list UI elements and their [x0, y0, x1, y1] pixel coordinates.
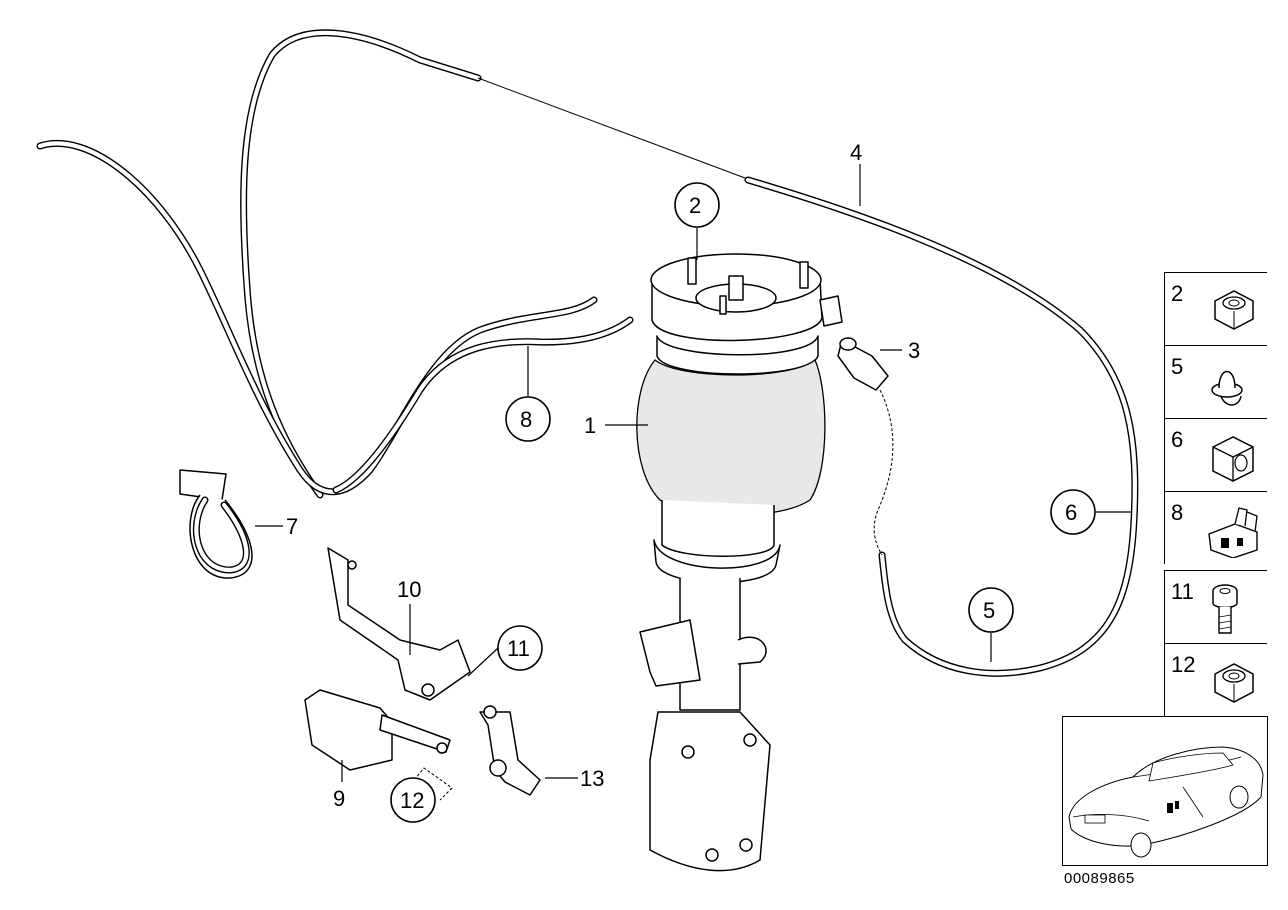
leader-lines — [255, 164, 1132, 801]
legend-item-2[interactable]: 2 — [1164, 272, 1267, 345]
callout-11-circle: 11 — [497, 625, 543, 671]
air-line-thin-section — [477, 77, 746, 179]
air-line-5-thin — [873, 389, 894, 556]
callout-5-circle: 5 — [968, 587, 1014, 633]
legend-item-5[interactable]: 5 — [1164, 345, 1267, 418]
legend-number: 2 — [1171, 281, 1184, 306]
callout-12: 12 — [400, 788, 424, 813]
legend-number: 5 — [1171, 354, 1184, 379]
legend-number: 12 — [1171, 652, 1196, 677]
callout-13: 13 — [580, 766, 604, 791]
car-locator — [1062, 716, 1268, 866]
legend-item-12[interactable]: 12 — [1164, 643, 1267, 716]
hex-nut-icon — [1214, 290, 1254, 330]
callout-9: 9 — [333, 786, 345, 811]
clamp-block-icon — [1212, 436, 1254, 482]
air-line-4 — [744, 176, 1139, 677]
callout-5: 5 — [983, 598, 995, 623]
connector-clip-icon — [1208, 507, 1258, 558]
callout-2: 2 — [689, 193, 701, 218]
bolt-icon — [1212, 584, 1238, 634]
legend-number: 11 — [1171, 579, 1194, 604]
height-sensor — [304, 689, 451, 771]
legend-number: 6 — [1171, 427, 1184, 452]
hex-nut-icon — [1214, 663, 1254, 703]
callout-4: 4 — [850, 140, 862, 165]
callout-1: 1 — [584, 413, 596, 438]
callout-8: 8 — [520, 407, 532, 432]
air-line-left-loop — [240, 29, 482, 499]
air-strut-assembly — [636, 253, 843, 872]
sensor-bracket — [327, 547, 471, 701]
callout-8-circle: 8 — [505, 396, 551, 442]
hose-clamp — [179, 469, 253, 579]
callout-2-circle: 2 — [674, 182, 720, 228]
legend-item-11[interactable]: 11 — [1164, 570, 1267, 643]
document-number: 00089865 — [1064, 870, 1135, 887]
legend-number: 8 — [1171, 500, 1184, 525]
car-locator-icon — [1068, 746, 1264, 858]
push-clip-icon — [1211, 370, 1243, 406]
callout-6: 6 — [1065, 500, 1077, 525]
callout-7: 7 — [286, 514, 298, 539]
callout-12-circle: 12 — [390, 777, 436, 823]
air-line-far-left — [36, 139, 634, 496]
sensor-link-rod — [479, 705, 541, 796]
callout-3: 3 — [908, 338, 920, 363]
callout-11: 11 — [507, 636, 530, 661]
callout-6-circle: 6 — [1050, 489, 1096, 535]
callout-10: 10 — [397, 577, 421, 602]
legend-item-8[interactable]: 8 — [1164, 491, 1267, 564]
legend-item-6[interactable]: 6 — [1164, 418, 1267, 491]
pressure-connector — [837, 337, 889, 391]
